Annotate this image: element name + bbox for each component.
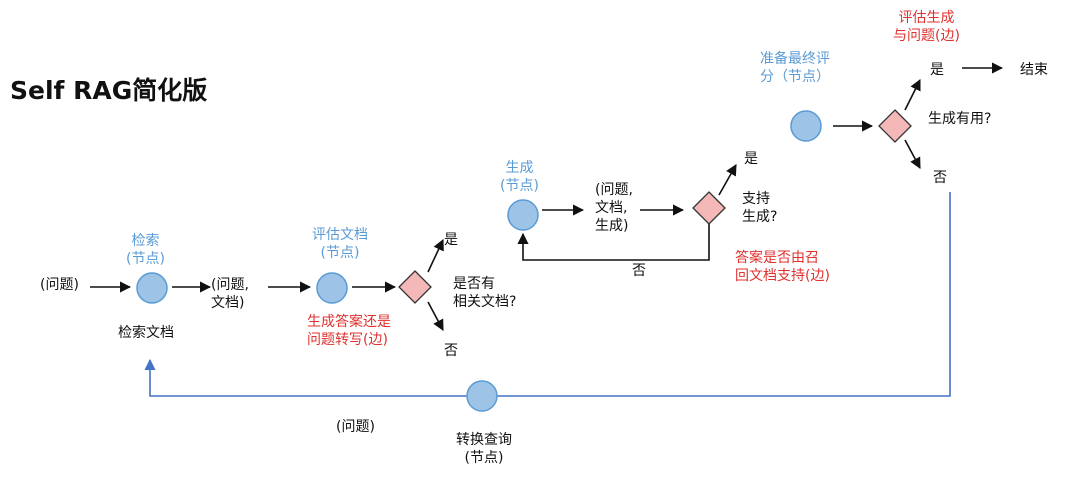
arrow-decision-3-no <box>904 139 921 169</box>
answer-grounded-edge-label: 答案是否由召 回文档支持(边) <box>735 250 830 284</box>
transform-query-node[interactable] <box>466 380 498 412</box>
retrieve-docs-label: 检索文档 <box>118 325 174 341</box>
end-label: 结束 <box>1020 62 1048 78</box>
question-docs-label-2: (问题, 文档, 生成) <box>595 182 633 234</box>
generation-useful-label: 生成有用? <box>928 111 992 127</box>
generate-node[interactable] <box>507 199 539 231</box>
question-docs-label-1: (问题, 文档) <box>211 277 249 311</box>
grade-documents-node-label: 评估文档 (节点) <box>312 227 368 261</box>
transform-query-node-label: 转换查询 (节点) <box>456 432 512 466</box>
yes-label-3: 是 <box>930 62 944 78</box>
prepare-final-node[interactable] <box>790 110 822 142</box>
arrow-decision-3-yes <box>904 78 921 111</box>
arrow-decision-2-no-loop <box>517 224 710 261</box>
arrow-decision-2-yes <box>718 164 737 196</box>
prepare-final-node-label: 准备最终评 分（节点） <box>760 51 830 85</box>
retrieve-node-label: 检索 (节点) <box>126 233 165 267</box>
yes-label-1: 是 <box>444 232 458 248</box>
page-title: Self RAG简化版 <box>10 76 208 105</box>
generate-or-rewrite-edge-label: 生成答案还是 问题转写(边) <box>307 314 391 348</box>
retrieve-node[interactable] <box>136 272 168 304</box>
relevant-docs-decision[interactable] <box>398 270 432 304</box>
no-label-2: 否 <box>632 263 646 279</box>
arrow-decision-1-yes <box>427 238 444 273</box>
question-input-label: (问题) <box>40 277 79 293</box>
arrow-decision-1-no <box>427 301 444 331</box>
yes-label-2: 是 <box>744 151 758 167</box>
loop-back-line <box>144 192 951 397</box>
generation-useful-decision[interactable] <box>878 109 912 143</box>
relevant-docs-label: 是否有 相关文档? <box>453 276 517 310</box>
supports-generation-label: 支持 生成? <box>742 191 778 225</box>
no-label-3: 否 <box>933 170 947 186</box>
question-bottom-label: (问题) <box>336 419 375 435</box>
grade-documents-node[interactable] <box>316 272 348 304</box>
grade-generation-edge-label: 评估生成 与问题(边) <box>893 10 960 44</box>
no-label-1: 否 <box>444 343 458 359</box>
generate-node-label: 生成 (节点) <box>500 160 539 194</box>
supports-generation-decision[interactable] <box>692 191 726 225</box>
